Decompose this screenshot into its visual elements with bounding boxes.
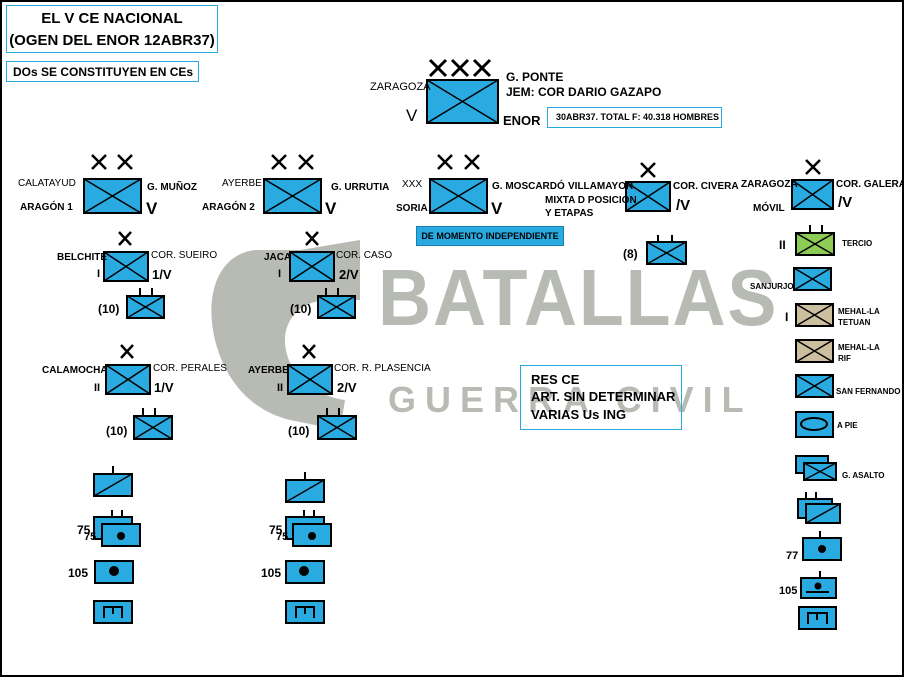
title-line1: EL V CE NACIONAL [41,10,183,27]
d3-corps: V [491,199,503,218]
san-fernando-label: SAN FERNANDO [836,387,901,396]
b1-designation: 1/V [152,267,172,282]
d4-name-line1: MIXTA D POSICIÓN [545,195,637,206]
d2-place: AYERBE [222,178,262,189]
division-symbol-aragon1 [83,154,142,214]
rif-text: MEHAL-LA RIF [838,343,880,363]
d5-commander: COR. GALERA [836,179,904,190]
b4-designation: 2/V [337,380,357,395]
brigade-symbol-calamocha [105,344,173,440]
hq-strength: 30ABR37. TOTAL F: 40.318 HOMBRES [556,112,720,122]
division-symbol-mixta [625,162,687,265]
reserve-box [520,365,682,430]
d5-name: MÓVIL [753,203,785,214]
division-symbol-soria [429,154,488,214]
b3-battalions: (10) [290,302,312,316]
movil-art-77: 77 [786,550,799,562]
hq-number: V [406,106,418,125]
movil-units-column [793,225,842,630]
hq-commander: G. PONTE [506,70,564,84]
d1-commander: G. MUÑOZ [147,182,197,193]
b2-battalions: (10) [106,424,128,438]
d4-corps: /V [676,197,691,214]
hq-place: ZARAGOZA [370,81,431,93]
reserve-line3: VARIAS Us ING [531,407,627,422]
b2-number: II [94,382,101,394]
movil-art-105: 105 [779,585,798,597]
d1-name: ARAGÓN 1 [20,202,73,213]
b2-commander: COR. PERALES [153,363,227,374]
brigade-symbol-belchite [103,231,165,319]
asalto-label: G. ASALTO [842,471,885,480]
art-75-col1: 75 [77,523,91,537]
d4-battalions: (8) [623,247,638,261]
watermark-line2: GUERRA CIVIL [388,379,753,420]
b4-number: II [277,382,284,394]
d2-name: ARAGÓN 2 [202,202,255,213]
note-text: DOs SE CONSTITUYEN EN CEs [13,65,194,79]
d3-name: SORIA [396,203,428,214]
art-105-col2: 105 [261,566,282,580]
reserve-line2: ART. SIN DETERMINAR [531,389,676,404]
rif-label: MEHAL-LA RIF [838,342,882,364]
b3-number: I [278,268,282,280]
title-box [6,5,218,53]
b1-commander: COR. SUEIRO [151,250,218,261]
a-pie-label: A PIE [837,421,858,430]
d3-commander: G. MOSCARDÓ [492,181,565,192]
art-75b-col2: 75 [276,531,289,543]
d3-note-box [416,226,564,246]
d2-corps: V [325,199,337,218]
d4-place: VILLAMAYOR [568,181,634,192]
b2-place: CALAMOCHA [42,365,108,376]
b3-place: JACA [264,252,292,263]
b1-battalions: (10) [98,302,120,316]
b1-place: BELCHITE [57,252,107,263]
hq-corps-symbol [426,58,499,124]
support-units-col2 [285,472,332,624]
d4-name-line2: Y ETAPAS [545,208,594,219]
d4-commander: COR. CIVERA [673,181,739,192]
strength-box [547,107,722,128]
title-line2: (OGEN DEL ENOR 12ABR37) [9,32,215,49]
division-symbol-aragon2 [263,154,322,214]
tercio-number: II [779,238,786,252]
b2-designation: 1/V [154,380,174,395]
watermark-line1: BATALLAS [378,253,779,342]
b3-designation: 2/V [339,267,359,282]
brigade-symbol-jaca [289,231,356,319]
mehal-number: I [785,310,789,324]
brigade-symbol-ayerbe [287,344,357,440]
support-units-col1 [93,466,141,624]
b3-commander: COR. CASO [336,250,393,261]
d2-commander: G. URRUTIA [331,182,390,193]
b4-battalions: (10) [288,424,310,438]
tetuan-label: MEHAL-LA TETUAN [838,306,898,328]
art-75b-col1: 75 [84,531,97,543]
b4-commander: COR. R. PLASENCIA [334,363,431,374]
hq-chief-of-staff: JEM: COR DARIO GAZAPO [506,85,662,99]
d1-corps: V [146,199,158,218]
division-symbol-movil [791,159,834,210]
b1-number: I [97,268,101,280]
d3-place: XXX [402,179,423,190]
b4-place: AYERBE [248,365,289,376]
art-105-col1: 105 [68,566,89,580]
d3-note: DE MOMENTO INDEPENDIENTE [421,231,559,241]
sanjurjo-label: SANJURJO [750,282,794,291]
reserve-line1: RES CE [531,372,580,387]
tetuan-text: MEHAL-LA TETUAN [838,307,880,327]
note-box [6,61,199,82]
art-75-col2: 75 [269,523,283,537]
tercio-label: TERCIO [842,239,873,248]
d5-place: ZARAGOZA [741,179,798,190]
d1-place: CALATAYUD [18,178,76,189]
hq-army: ENOR [503,113,541,128]
d5-corps: /V [838,194,853,211]
